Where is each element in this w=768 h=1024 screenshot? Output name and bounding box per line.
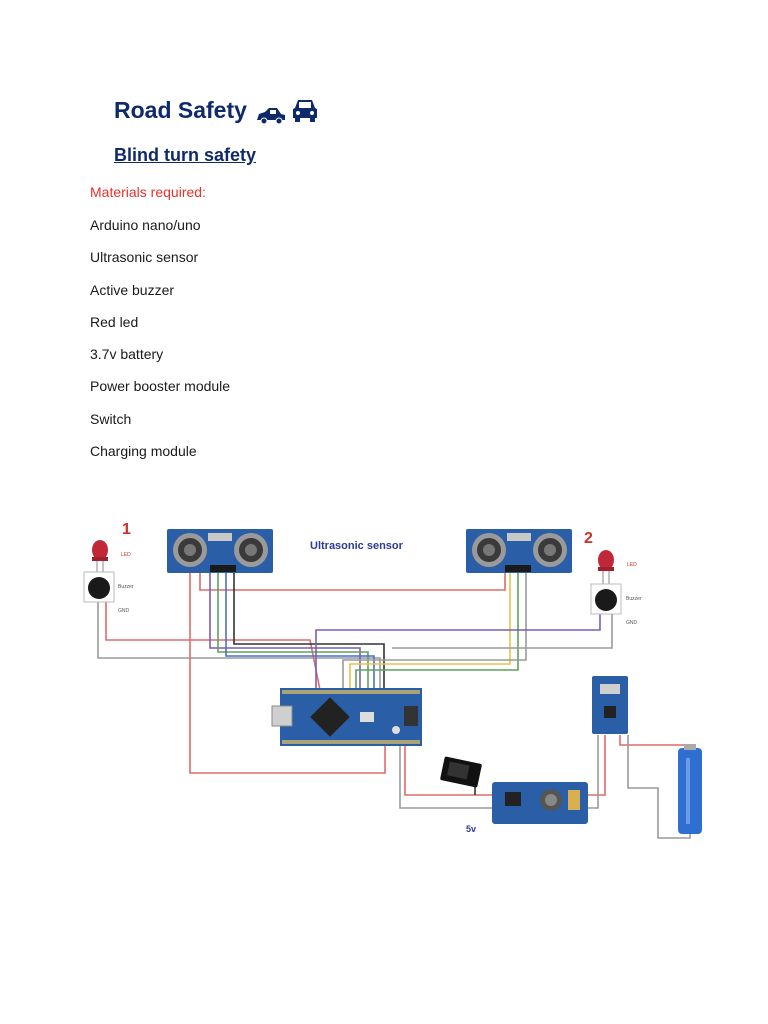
led-left-label: LED (121, 552, 131, 558)
charging-module (592, 676, 628, 734)
buzzer-left-label: Buzzer (118, 584, 134, 590)
wire (199, 572, 506, 591)
node-label-1: 1 (122, 521, 131, 538)
wire (217, 572, 369, 690)
material-item: 3.7v battery (90, 346, 164, 363)
wire (225, 572, 375, 690)
battery (678, 744, 702, 834)
ultrasonic-sensor-left (167, 529, 273, 573)
wire (404, 745, 495, 796)
car-icon (292, 100, 317, 122)
wire (588, 735, 599, 809)
wire (97, 600, 381, 690)
material-item: Power booster module (90, 378, 231, 395)
led-right (598, 550, 614, 584)
ultrasonic-sensor-label: Ultrasonic sensor (310, 540, 404, 552)
wire (189, 572, 386, 774)
material-item: Active buzzer (90, 281, 175, 298)
page-title: Road Safety (114, 96, 247, 123)
material-item: Charging module (90, 443, 197, 460)
wire (627, 735, 691, 839)
wire (355, 572, 519, 690)
wire (588, 735, 606, 796)
arduino-nano (271, 688, 422, 746)
gnd-right-label: GND (626, 620, 638, 626)
wire (105, 600, 321, 691)
section-subtitle: Blind turn safety (114, 145, 257, 165)
title-icons (255, 96, 319, 124)
node-label-2: 2 (584, 530, 593, 547)
ultrasonic-sensor-right (466, 529, 572, 573)
power-booster-module (492, 782, 588, 824)
wire (399, 745, 495, 809)
material-item: Switch (90, 410, 132, 427)
material-item: Ultrasonic sensor (90, 249, 199, 266)
materials-heading: Materials required: (90, 184, 206, 200)
voltage-label: 5v (466, 824, 476, 834)
led-left (92, 540, 108, 572)
title-row: Road Safety (114, 96, 319, 124)
power-switch (440, 756, 482, 788)
materials-list: Arduino nano/uno Ultrasonic sensor Activ… (90, 216, 230, 474)
wire (315, 612, 601, 690)
wires (97, 572, 691, 839)
material-item: Red led (90, 313, 139, 330)
wire (233, 572, 385, 690)
gnd-left-label: GND (118, 608, 130, 614)
wire (392, 612, 613, 649)
buzzer-left (83, 571, 115, 603)
wire (349, 572, 511, 690)
buzzer-right (590, 583, 622, 615)
material-item: Arduino nano/uno (90, 217, 201, 233)
wire (209, 572, 361, 690)
circuit-diagram: 1 2 LED Buzzer GND Ultrasonic sensor (83, 521, 702, 839)
buzzer-right-label: Buzzer (626, 596, 642, 602)
led-right-label: LED (627, 562, 637, 568)
wire (342, 572, 527, 690)
car-crash-icon (256, 108, 285, 124)
